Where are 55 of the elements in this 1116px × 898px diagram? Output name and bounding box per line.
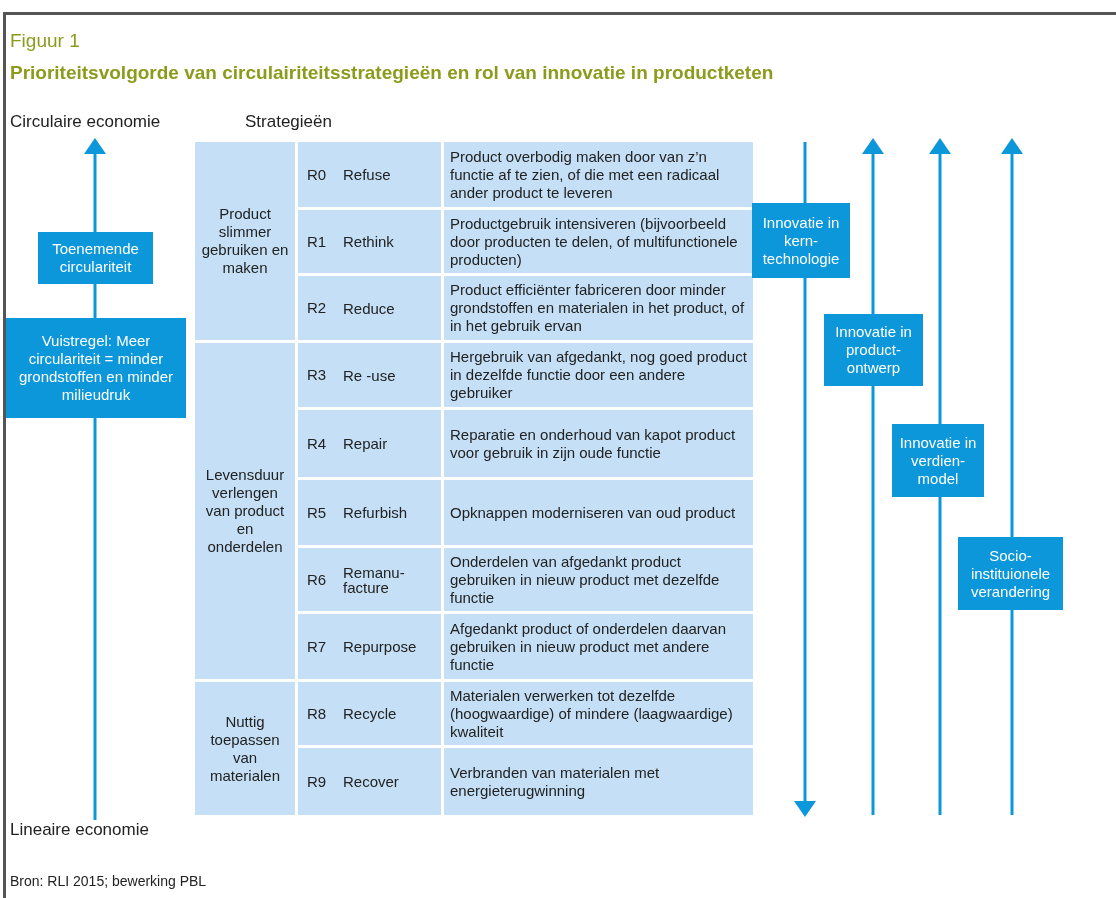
strategy-code: R9 bbox=[307, 772, 327, 791]
strategy-code: R8 bbox=[307, 704, 327, 723]
strategy-name: Recycle bbox=[343, 706, 398, 721]
axis-label: Circulaire economie bbox=[10, 112, 161, 132]
strategy-cell bbox=[298, 276, 441, 340]
strategy-cell bbox=[298, 614, 441, 679]
strategy-code: R2 bbox=[307, 299, 327, 317]
strategy-name: Recover bbox=[343, 774, 400, 789]
label-box: Toenemende circulariteit bbox=[38, 232, 153, 284]
strategy-code: R0 bbox=[307, 165, 327, 184]
description-cell: Hergebruik van afgedankt, nog goed product in dezelfde functie door een andere gebruiker bbox=[444, 343, 753, 407]
figure-number: Figuur 1 bbox=[10, 30, 80, 52]
strategy-cell bbox=[298, 343, 441, 407]
strategy-cell bbox=[298, 548, 441, 611]
strategy-cell bbox=[298, 682, 441, 745]
figure-title: Prioriteitsvolgorde van circulairiteitsstrategieën en rol van innovatie in productketen bbox=[10, 62, 774, 84]
strategy-name: Repair bbox=[343, 436, 389, 451]
category-cell: Product slimmer gebruiken en maken bbox=[195, 142, 295, 340]
strategy-name: Re -use bbox=[343, 367, 397, 383]
label-box: Innovatie in verdien- model bbox=[892, 424, 984, 497]
strategy-name: Remanu- facture bbox=[343, 564, 406, 595]
strategy-code: R7 bbox=[307, 637, 327, 656]
label-box: Innovatie in product- ontwerp bbox=[824, 314, 923, 386]
label-box: Innovatie in kern- technologie bbox=[752, 203, 850, 278]
description-cell: Product efficiënter fabriceren door minder grondstoffen en materialen in het product, of in het gebruik ervan bbox=[444, 276, 753, 340]
description-cell: Afgedankt product of onderdelen daarvan gebruiken in nieuw product met andere functie bbox=[444, 614, 753, 679]
strategy-name: Refuse bbox=[343, 167, 392, 182]
description-cell: Opknappen moderniseren van oud product bbox=[444, 480, 753, 545]
label-box: Socio- instituionele verandering bbox=[958, 537, 1063, 610]
description-cell: Onderdelen van afgedankt product gebruiken in nieuw product met dezelfde functie bbox=[444, 548, 753, 611]
description-cell: Productgebruik intensiveren (bijvoorbeeld door producten te delen, of multifunctionele producten) bbox=[444, 210, 753, 273]
strategy-code: R4 bbox=[307, 434, 327, 453]
strategy-cell bbox=[298, 210, 441, 273]
description-cell: Materialen verwerken tot dezelfde (hoogwaardige) of mindere (laagwaardige) kwaliteit bbox=[444, 682, 753, 745]
strategy-name: Repurpose bbox=[343, 639, 418, 654]
axis-label: Lineaire economie bbox=[10, 820, 149, 840]
description-cell: Verbranden van materialen met energieterugwinning bbox=[444, 748, 753, 815]
column-heading: Strategieën bbox=[245, 112, 332, 132]
category-cell: Nuttig toepassen van materialen bbox=[195, 682, 295, 815]
strategy-cell bbox=[298, 748, 441, 815]
strategy-name: Rethink bbox=[343, 234, 395, 249]
strategy-code: R3 bbox=[307, 366, 327, 384]
strategy-cell bbox=[298, 410, 441, 477]
strategy-cell bbox=[298, 142, 441, 207]
strategy-code: R1 bbox=[307, 232, 327, 251]
strategy-name: Refurbish bbox=[343, 505, 409, 520]
description-cell: Product overbodig maken door van z’n functie af te zien, of die met een radicaal ander product te leveren bbox=[444, 142, 753, 207]
description-cell: Reparatie en onderhoud van kapot product voor gebruik in zijn oude functie bbox=[444, 410, 753, 477]
strategy-cell bbox=[298, 480, 441, 545]
strategy-code: R5 bbox=[307, 503, 327, 522]
strategy-name: Reduce bbox=[343, 300, 396, 316]
strategy-code: R6 bbox=[307, 570, 327, 589]
source-note: Bron: RLI 2015; bewerking PBL bbox=[10, 873, 207, 889]
label-box: Vuistregel: Meer circulariteit = minder grondstoffen en minder milieudruk bbox=[6, 318, 186, 418]
category-cell: Levensduur verlengen van product en onderdelen bbox=[195, 343, 295, 679]
